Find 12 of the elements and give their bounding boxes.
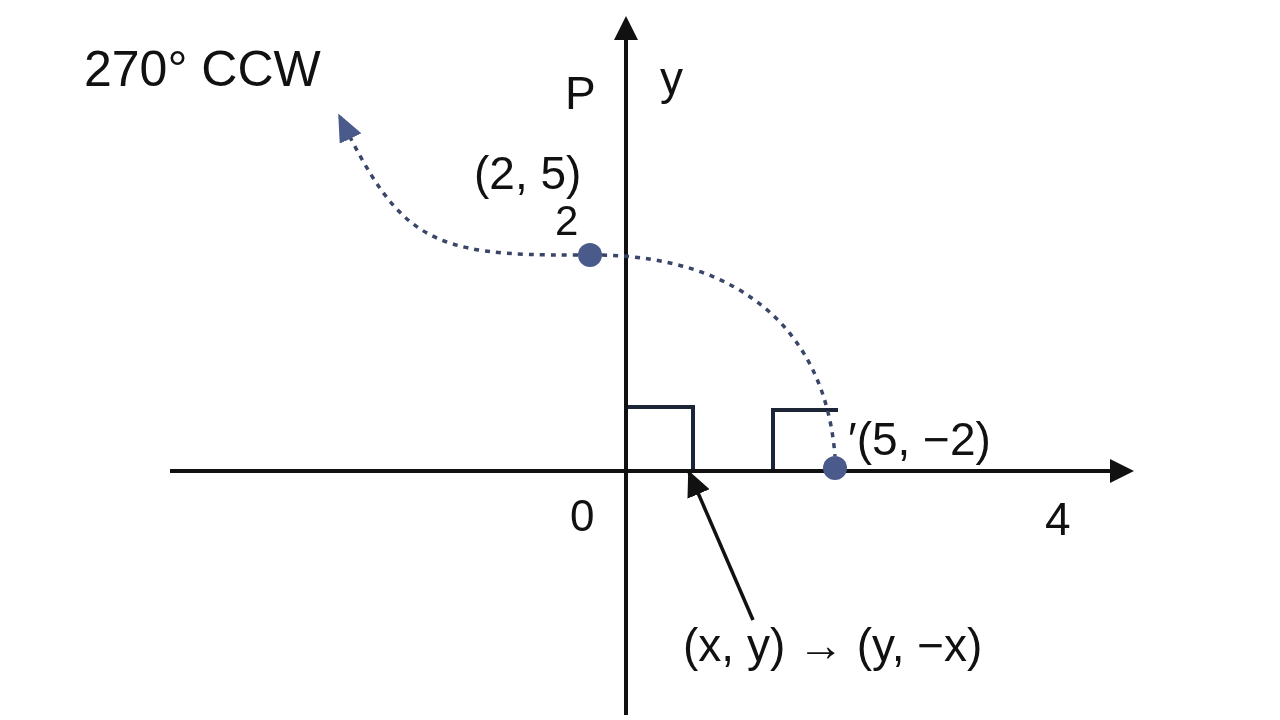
dotted-curve bbox=[601, 253, 837, 457]
formula-text: (x, y) → (y, −x) bbox=[683, 620, 983, 671]
point-marker bbox=[578, 243, 602, 267]
dotted-curved-arrow bbox=[338, 113, 578, 257]
tick-label: 4 bbox=[1045, 496, 1071, 542]
right-angle-mark bbox=[628, 405, 695, 469]
origin-label: 0 bbox=[570, 494, 595, 538]
point-marker bbox=[823, 456, 847, 480]
point-name: P bbox=[565, 70, 596, 116]
leader-arrow bbox=[687, 470, 755, 621]
rotation-label: 270° CCW bbox=[84, 44, 321, 94]
tick-label: 2 bbox=[555, 200, 579, 242]
